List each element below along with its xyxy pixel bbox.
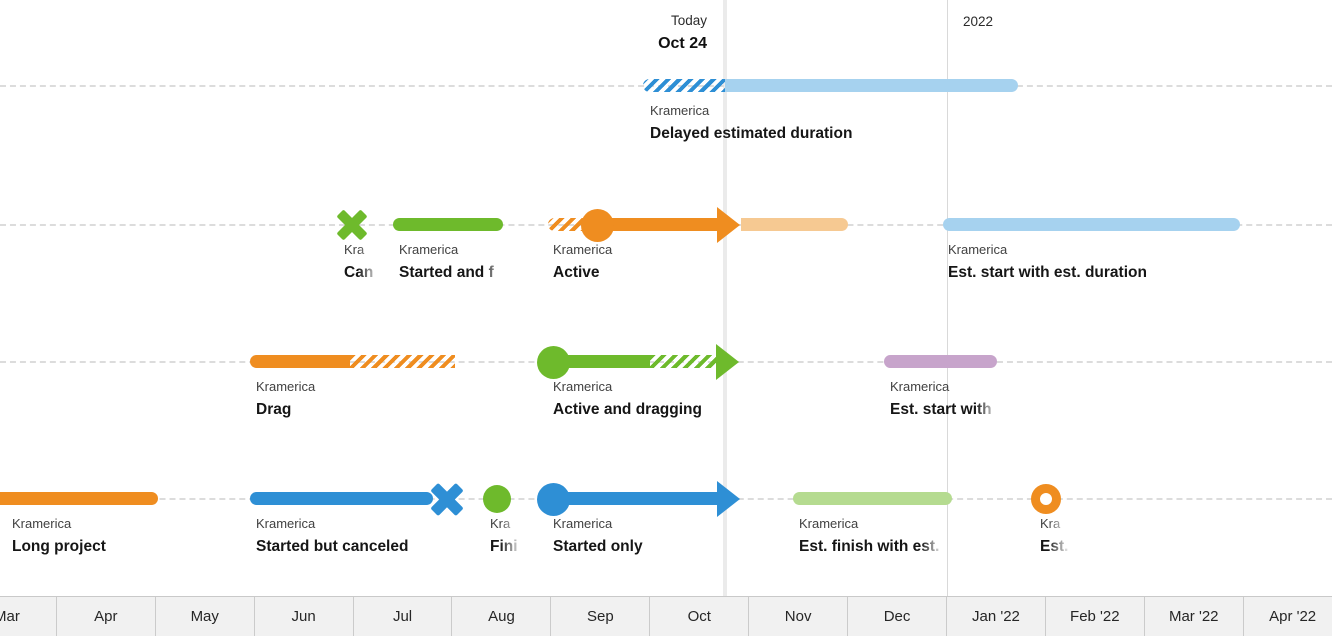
month-cell: Jan '22 <box>947 597 1046 636</box>
item-name-label: Fini <box>490 538 518 555</box>
arrowhead-marker[interactable] <box>717 207 740 243</box>
month-cell: Mar <box>0 597 57 636</box>
item-name-label: Long project <box>12 538 106 555</box>
today-vertical-line <box>723 0 727 596</box>
item-company-label: Kramerica <box>553 379 613 394</box>
timeline-bar-segment[interactable] <box>250 492 433 505</box>
ring-marker[interactable] <box>1031 484 1061 514</box>
timeline-bar-segment[interactable] <box>943 218 1240 231</box>
month-cell: Feb '22 <box>1046 597 1145 636</box>
cancel-x-marker[interactable] <box>429 481 465 517</box>
timeline-hatched-segment[interactable] <box>548 218 588 231</box>
month-cell: Sep <box>551 597 651 636</box>
item-company-label: Kramerica <box>553 242 613 257</box>
circle-marker[interactable] <box>536 482 570 516</box>
timeline-bar-segment[interactable] <box>553 355 650 368</box>
item-name-label: Active and dragging <box>553 401 702 418</box>
item-name-label: Active <box>553 264 600 281</box>
year-vertical-line <box>947 0 948 596</box>
item-name-label: Est. start with <box>890 401 992 418</box>
timeline-bar-segment[interactable] <box>250 355 350 368</box>
month-cell: Nov <box>749 597 849 636</box>
month-cell: Mar '22 <box>1145 597 1244 636</box>
timeline-bar-segment[interactable] <box>725 79 1018 92</box>
item-company-label: Kra <box>1040 516 1061 531</box>
circle-marker[interactable] <box>483 485 511 513</box>
item-company-label: Kramerica <box>399 242 459 257</box>
item-name-label: Started only <box>553 538 643 555</box>
item-name-label: Started and f <box>399 264 494 281</box>
timeline-hatched-segment[interactable] <box>350 355 455 368</box>
item-name-label: Est. finish with est. <box>799 538 940 555</box>
today-header: Today Oct 24 <box>658 12 707 53</box>
month-cell: Apr <box>57 597 156 636</box>
today-date: Oct 24 <box>658 35 707 52</box>
month-cell: Aug <box>453 597 552 636</box>
timeline-bar-segment[interactable] <box>553 492 718 505</box>
today-label: Today <box>670 13 707 28</box>
item-company-label: Kramerica <box>256 379 316 394</box>
timeline-bar-segment[interactable] <box>597 218 718 231</box>
item-company-label: Kramerica <box>12 516 72 531</box>
item-company-label: Kramerica <box>890 379 950 394</box>
circle-marker[interactable] <box>536 345 570 379</box>
month-cell: May <box>156 597 255 636</box>
item-company-label: Kramerica <box>799 516 859 531</box>
timeline-bar-segment[interactable] <box>393 218 503 231</box>
timeline-bar-segment[interactable] <box>793 492 952 505</box>
timeline-bar-segment[interactable] <box>741 218 848 231</box>
item-company-label: Kramerica <box>948 242 1008 257</box>
item-name-label: Started but canceled <box>256 538 409 555</box>
month-cell: Dec <box>848 597 947 636</box>
item-company-label: Kra <box>344 242 365 257</box>
item-company-label: Kramerica <box>650 103 710 118</box>
cancel-x-marker[interactable] <box>335 208 369 242</box>
circle-marker[interactable] <box>580 208 614 242</box>
item-name-label: Can <box>344 264 374 281</box>
arrowhead-marker[interactable] <box>717 481 740 517</box>
arrowhead-marker[interactable] <box>716 344 739 380</box>
timeline-bar-segment[interactable] <box>0 492 158 505</box>
item-company-label: Kramerica <box>553 516 613 531</box>
month-cell: Jul <box>354 597 453 636</box>
month-cell: Jun <box>255 597 354 636</box>
month-cell: Oct <box>650 597 750 636</box>
item-name-label: Est. <box>1040 538 1069 555</box>
year-label: 2022 <box>963 14 994 29</box>
timeline-bar-segment[interactable] <box>884 355 997 368</box>
timeline-hatched-segment[interactable] <box>650 355 717 368</box>
item-company-label: Kra <box>490 516 511 531</box>
month-axis: MarAprMayJunJulAugSepOctNovDecJan '22Feb… <box>0 596 1332 636</box>
timeline-hatched-segment[interactable] <box>643 79 725 92</box>
month-cell: Apr '22 <box>1244 597 1332 636</box>
item-company-label: Kramerica <box>256 516 316 531</box>
item-name-label: Est. start with est. duration <box>948 264 1147 281</box>
item-name-label: Drag <box>256 401 292 418</box>
item-name-label: Delayed estimated duration <box>650 125 853 142</box>
